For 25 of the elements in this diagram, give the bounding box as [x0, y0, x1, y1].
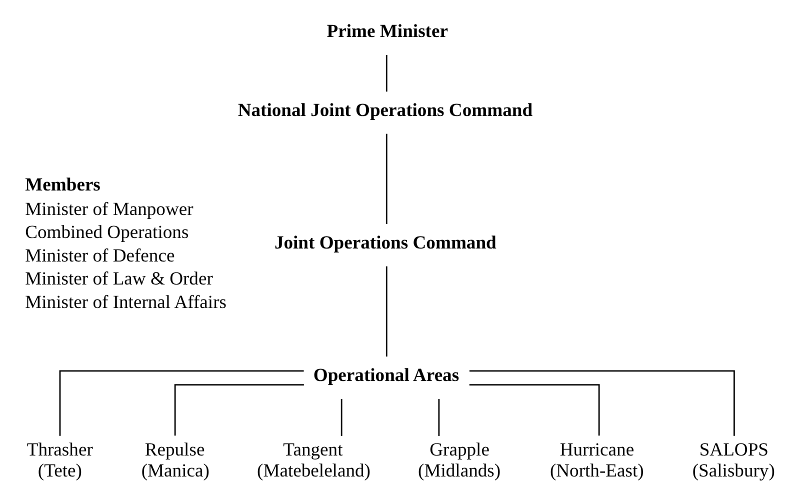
- label: Minister of Manpower: [25, 198, 194, 220]
- node-text: SALOPS (Salisbury): [692, 440, 775, 482]
- label: Minister of Law & Order: [25, 268, 213, 290]
- node-text: Hurricane (North-East): [550, 440, 644, 482]
- connector: [59, 370, 304, 436]
- node-text: Prime Minister: [326, 21, 448, 42]
- connector: [174, 384, 304, 436]
- node-text: Thrasher (Tete): [26, 440, 93, 482]
- node-text: Grapple (Midlands): [418, 440, 501, 482]
- connector: [340, 399, 342, 436]
- node-text: Operational Areas: [313, 365, 460, 386]
- connector: [469, 384, 600, 436]
- label: Combined Operations: [25, 222, 189, 244]
- connector: [438, 399, 440, 436]
- connector: [469, 370, 735, 436]
- label: Minister of Defence: [25, 245, 175, 266]
- node-text: Repulse (Manica): [141, 440, 210, 482]
- connector: [386, 266, 388, 357]
- label: Minister of Internal Affairs: [25, 292, 226, 313]
- connector: [386, 54, 388, 92]
- label: Members: [25, 174, 100, 196]
- node-text: National Joint Operations Command: [238, 100, 533, 122]
- node-text: Joint Operations Command: [274, 232, 496, 254]
- connector: [386, 134, 388, 224]
- node-text: Tangent (Matebeleland): [257, 440, 371, 482]
